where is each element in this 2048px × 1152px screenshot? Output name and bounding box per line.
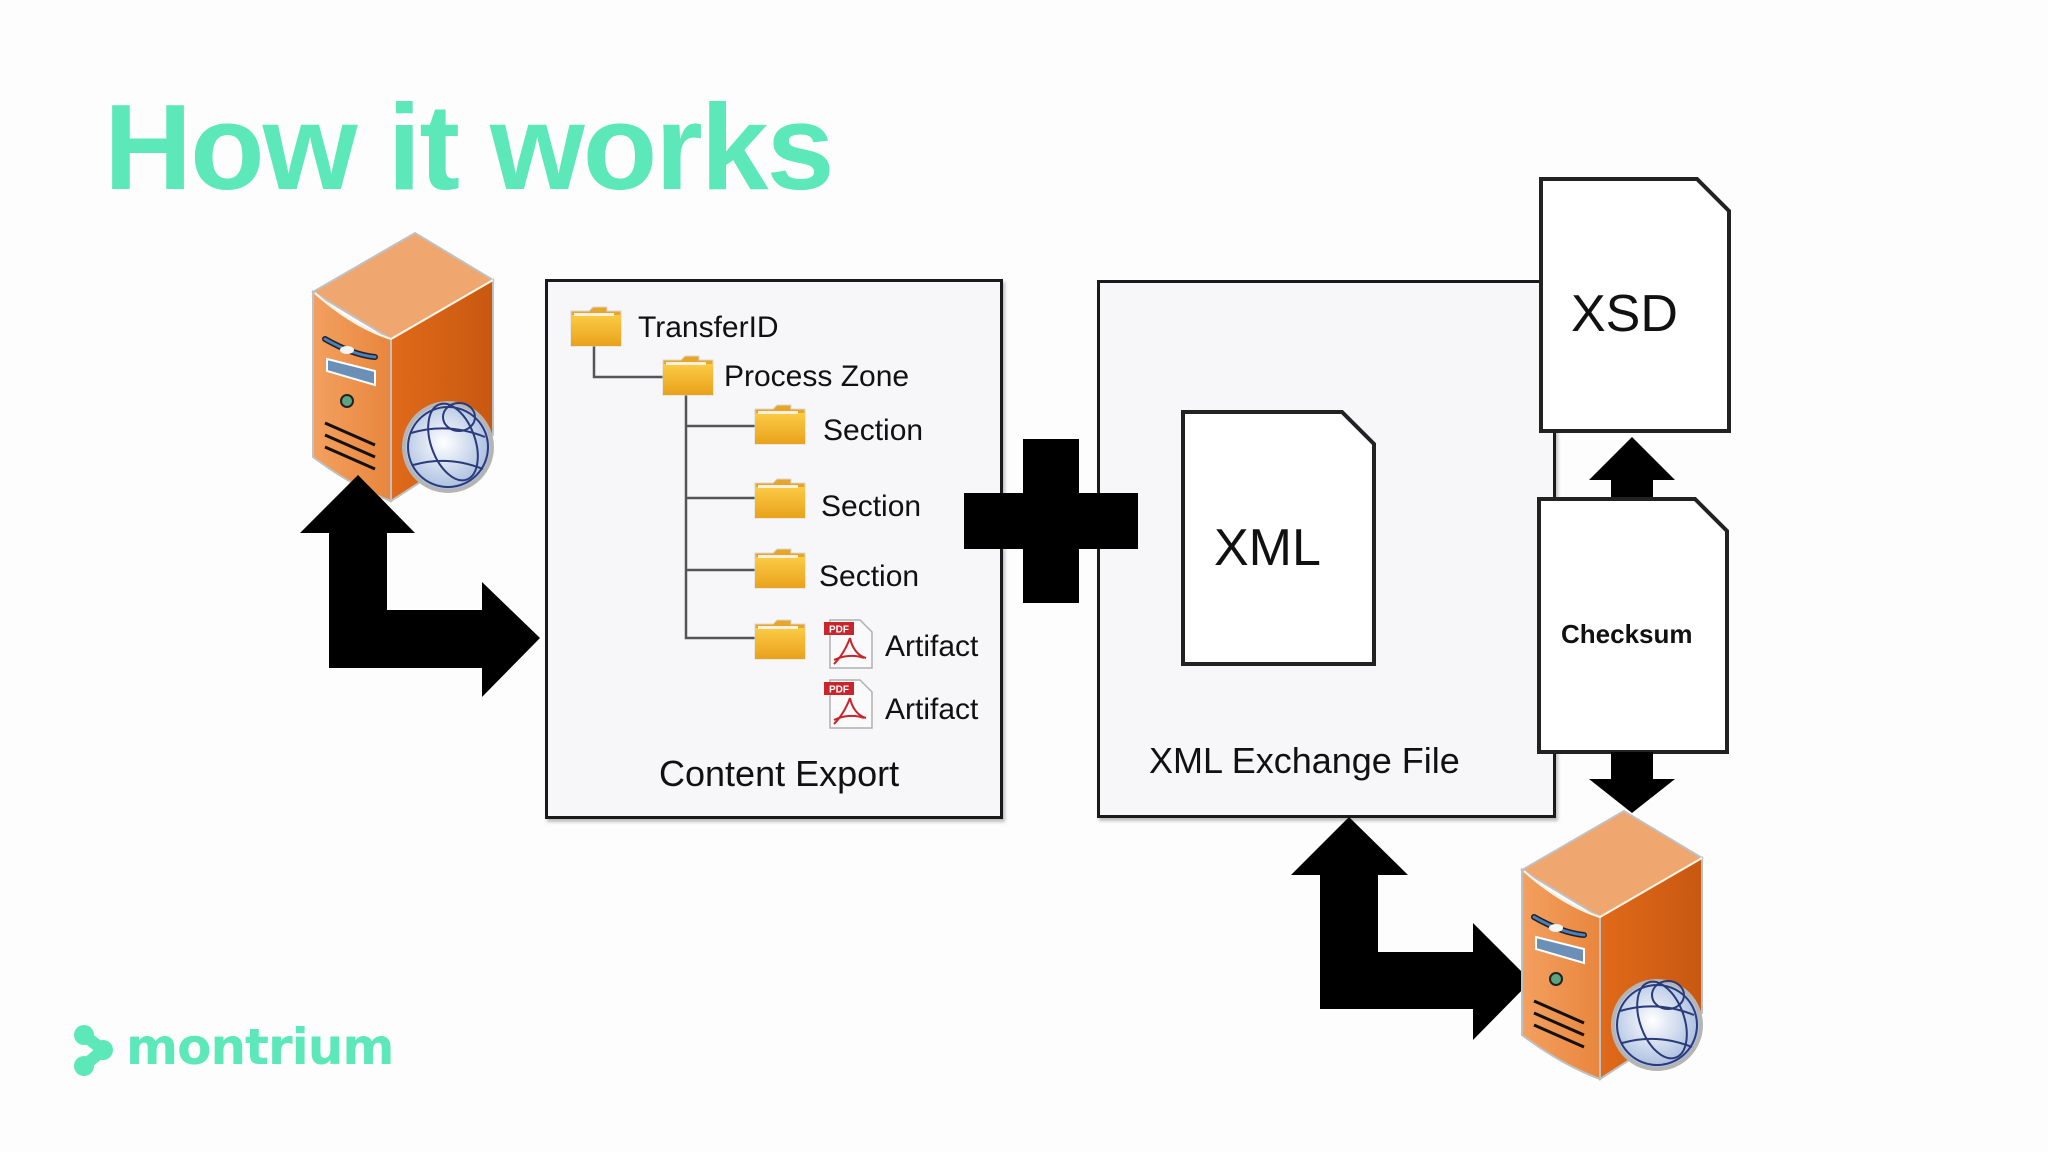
tree-item-label: Section: [821, 490, 922, 523]
source-server-icon: [313, 233, 493, 501]
arrow-up-icon: [1589, 437, 1675, 499]
tree-item-label: Section: [823, 414, 924, 447]
folder-icon: [754, 548, 806, 589]
montrium-logo-text: montrium: [126, 1018, 394, 1076]
tree-item-label: Process Zone: [724, 360, 910, 393]
checksum-document-label: Checksum: [1561, 619, 1693, 649]
tree-item-label: TransferID: [638, 311, 779, 344]
tree-item-label: Artifact: [885, 630, 979, 663]
checksum-document-icon: [1537, 497, 1729, 754]
xml-document-icon: [1181, 410, 1376, 666]
destination-server-icon: [1522, 811, 1702, 1079]
folder-icon: [570, 306, 622, 347]
plus-icon: [964, 439, 1138, 603]
tree-item-label: Section: [819, 560, 920, 593]
content-export-caption: Content Export: [659, 753, 900, 794]
folder-icon: [754, 478, 806, 519]
folder-icon: [754, 404, 806, 445]
folder-icon: [662, 355, 714, 396]
xsd-document-label: XSD: [1571, 285, 1678, 343]
xml-document-label: XML: [1214, 519, 1321, 577]
pdf-icon: [823, 679, 873, 729]
xml-exchange-caption: XML Exchange File: [1149, 740, 1460, 781]
montrium-logo-icon: [74, 1025, 113, 1076]
folder-icon: [754, 619, 806, 660]
xsd-document-icon: [1539, 177, 1731, 433]
tree-connectors: [592, 346, 755, 640]
bidirectional-arrow-icon: [1291, 817, 1531, 1040]
pdf-icon: [823, 619, 873, 669]
arrow-down-icon: [1589, 752, 1675, 813]
bidirectional-arrow-icon: [300, 475, 540, 697]
slide-title: How it works: [104, 79, 834, 215]
content-export-box: [545, 279, 1003, 819]
tree-item-label: Artifact: [885, 693, 979, 726]
